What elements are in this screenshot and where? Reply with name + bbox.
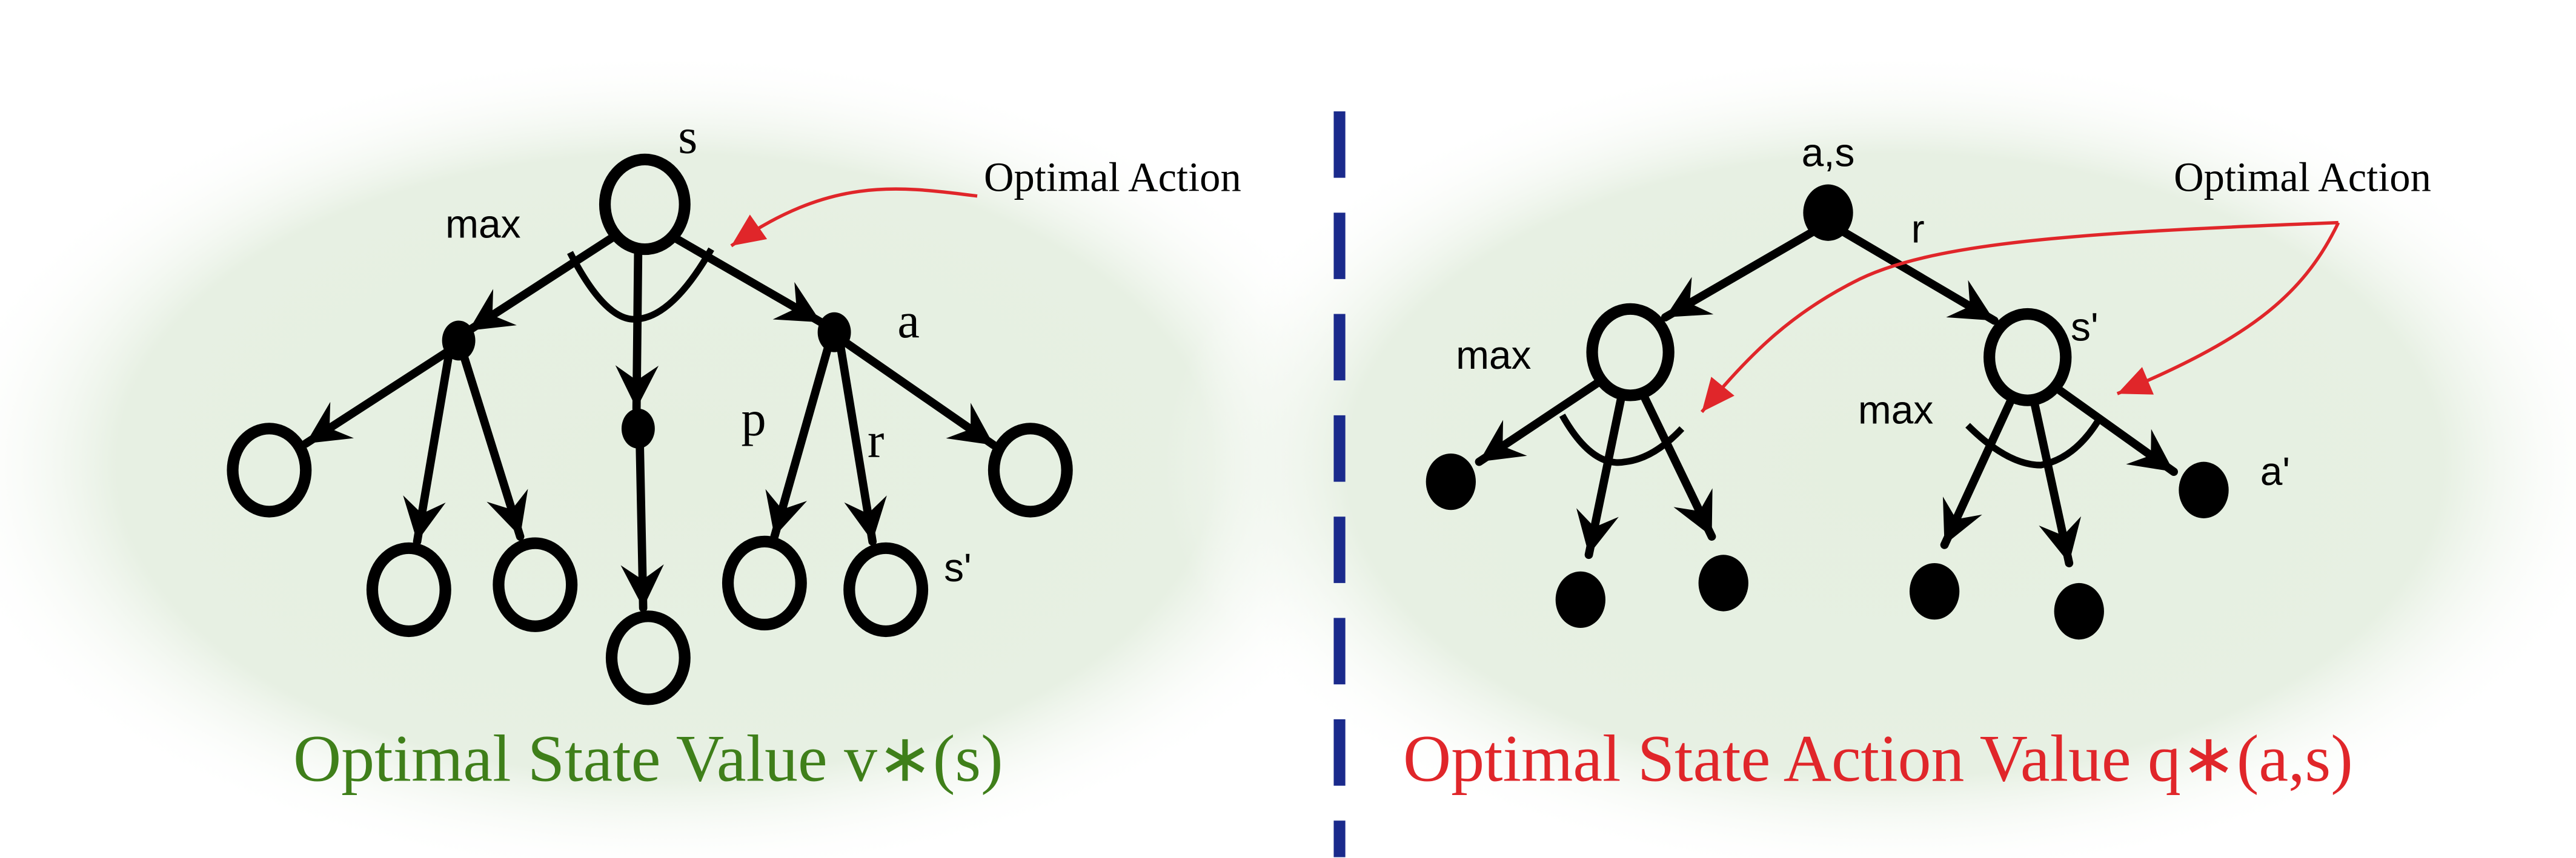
leaf-state-node [227, 423, 312, 518]
edge-left-state-leaf-2 [1576, 389, 1627, 559]
right-panel-glow [1163, 50, 2576, 858]
action-node-right [817, 312, 851, 352]
leaf-action-node [1909, 563, 1960, 620]
edge-left-action-leaf-2 [403, 351, 453, 546]
left-panel-title: Optimal State Value v∗(s) [293, 721, 1003, 795]
edge-root-to-state-right [1841, 228, 1999, 325]
leaf-action-node [1698, 555, 1748, 612]
action-node-left [442, 320, 476, 361]
edge-root-to-action-left [464, 231, 619, 335]
max-arc [567, 247, 714, 323]
edge-left-action-leaf-3 [459, 351, 528, 541]
leaf-action-node [1555, 571, 1605, 629]
optimal-action-pointer-arrow-left [1700, 220, 2339, 414]
leaf-action-node [2179, 461, 2229, 518]
action-node-middle [621, 408, 655, 449]
max-arc-right [1965, 420, 2100, 469]
leaf-state-node [493, 537, 578, 632]
leaf-action-node [1426, 453, 1476, 510]
leaf-state-node [722, 535, 807, 631]
label-action-a: a [897, 293, 920, 348]
edge-left-state-leaf-3 [1638, 388, 1716, 541]
next-state-node-right [1983, 308, 2072, 406]
edge-middle-action-leaf [620, 441, 664, 612]
optimal-action-pointer-arrow-right [2116, 222, 2340, 395]
edge-left-state-leaf-1 [1475, 378, 1603, 466]
label-next-action: a' [2260, 449, 2290, 493]
edge-right-state-leaf-1 [1940, 396, 2016, 549]
edge-right-action-leaf-1 [765, 345, 832, 541]
left-tree: s max a p r s' Optimal Action Optimal St… [227, 108, 1241, 795]
right-panel-title: Optimal State Action Value q∗(a,s) [1403, 721, 2353, 795]
label-p: p [741, 391, 766, 446]
leaf-state-node [843, 542, 929, 638]
root-action-node [1803, 184, 1853, 241]
label-next-state: s' [2071, 304, 2098, 349]
leaf-action-node [2054, 582, 2104, 640]
edge-right-action-leaf-2 [837, 345, 887, 546]
edge-right-action-leaf-3 [843, 340, 998, 450]
label-root-s: s [678, 108, 697, 163]
label-max-left: max [1456, 332, 1531, 377]
leaf-state-node [366, 542, 451, 638]
edge-root-to-state-left [1661, 228, 1816, 322]
label-max-right: max [1858, 388, 1933, 432]
label-r: r [868, 412, 884, 467]
edge-root-to-action-middle [615, 245, 659, 413]
leaf-state-node [988, 423, 1073, 518]
edge-right-state-leaf-2 [2030, 398, 2082, 567]
label-root-a-s: a,s [1802, 130, 1855, 174]
label-r: r [1911, 206, 1925, 251]
label-max: max [445, 201, 520, 246]
leaf-state-node [605, 610, 691, 705]
next-state-node-left [1586, 303, 1675, 401]
left-panel-glow [0, 50, 1396, 858]
label-next-state: s' [944, 545, 971, 590]
right-tree: a,s r max max s' a' Optimal Action Optim… [1403, 130, 2431, 795]
max-arc-left [1559, 414, 1685, 466]
root-state-node [599, 153, 691, 256]
optimal-action-annotation: Optimal Action [2174, 154, 2431, 200]
optimal-action-annotation: Optimal Action [984, 154, 1241, 200]
edge-right-state-leaf-3 [2053, 384, 2178, 476]
edge-left-action-leaf-1 [301, 345, 457, 448]
optimal-action-pointer-arrow [730, 187, 978, 248]
edge-root-to-action-right [667, 231, 826, 327]
